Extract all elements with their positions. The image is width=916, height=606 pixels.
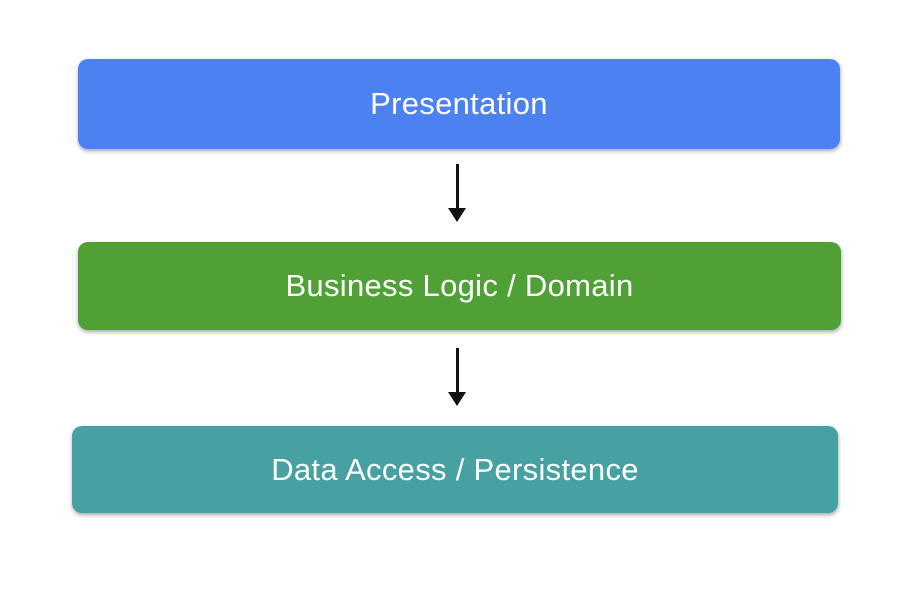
arrow-head-icon bbox=[448, 392, 466, 406]
layer-box-data-access: Data Access / Persistence bbox=[72, 426, 838, 513]
arrow-head-icon bbox=[448, 208, 466, 222]
arrow-stem bbox=[455, 348, 459, 393]
layer-box-presentation: Presentation bbox=[78, 59, 840, 149]
layer-box-business-logic: Business Logic / Domain bbox=[78, 242, 841, 330]
layer-label-business-logic: Business Logic / Domain bbox=[285, 268, 634, 303]
layer-label-presentation: Presentation bbox=[370, 86, 548, 121]
down-arrow-business-to-data bbox=[448, 348, 466, 406]
down-arrow-presentation-to-business bbox=[448, 164, 466, 222]
layer-label-data-access: Data Access / Persistence bbox=[271, 451, 639, 487]
arrow-stem bbox=[455, 164, 459, 209]
